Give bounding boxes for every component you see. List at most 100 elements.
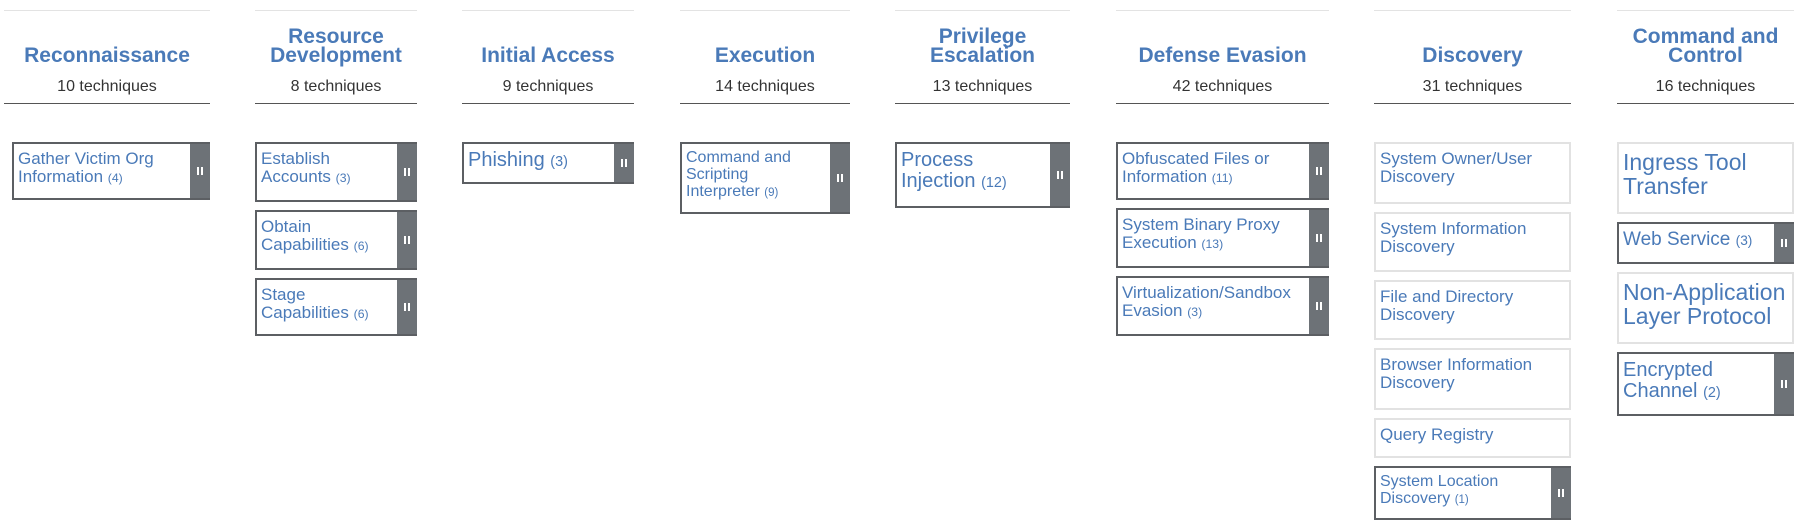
expand-sub-techniques-handle[interactable] bbox=[190, 144, 210, 198]
sub-technique-count: (12) bbox=[981, 175, 1007, 192]
technique-system-owner-user-discovery[interactable]: System Owner/User Discovery bbox=[1374, 142, 1571, 204]
technique-process-injection[interactable]: Process Injection (12) bbox=[895, 142, 1070, 208]
technique-list: Gather Victim Org Information (4) bbox=[4, 142, 210, 200]
technique-label: Obfuscated Files or Information bbox=[1122, 149, 1270, 187]
tactic-technique-count: 8 techniques bbox=[290, 78, 382, 95]
tactic-title[interactable]: Initial Access bbox=[481, 44, 615, 67]
expand-sub-techniques-handle[interactable] bbox=[397, 280, 417, 334]
technique-label: Gather Victim Org Information bbox=[18, 149, 154, 187]
technique-label: Web Service bbox=[1623, 229, 1731, 250]
expand-sub-techniques-handle[interactable] bbox=[1309, 144, 1329, 198]
technique-label: Establish Accounts bbox=[261, 149, 331, 187]
tactic-title[interactable]: Discovery bbox=[1422, 44, 1523, 67]
technique-list: System Owner/User Discovery System Infor… bbox=[1374, 142, 1571, 520]
tactic-resource-development: Resource Development 8 techniques Establ… bbox=[255, 10, 417, 344]
expand-sub-techniques-handle[interactable] bbox=[1309, 278, 1329, 334]
sub-technique-count: (9) bbox=[764, 186, 779, 199]
technique-label: Obtain Capabilities bbox=[261, 217, 349, 255]
tactic-title[interactable]: Resource Development bbox=[270, 25, 402, 67]
tactic-technique-count: 10 techniques bbox=[57, 78, 157, 95]
technique-system-binary-proxy-execution[interactable]: System Binary Proxy Execution (13) bbox=[1116, 208, 1329, 268]
technique-label: Encrypted Channel bbox=[1623, 359, 1714, 403]
technique-encrypted-channel[interactable]: Encrypted Channel (2) bbox=[1617, 352, 1794, 416]
technique-gather-victim-org-information[interactable]: Gather Victim Org Information (4) bbox=[12, 142, 210, 200]
technique-label: File and Directory Discovery bbox=[1380, 287, 1514, 325]
expand-sub-techniques-handle[interactable] bbox=[614, 144, 634, 182]
expand-sub-techniques-handle[interactable] bbox=[1309, 210, 1329, 266]
tactic-defense-evasion: Defense Evasion 42 techniques Obfuscated… bbox=[1116, 10, 1329, 344]
tactic-header: Resource Development 8 techniques bbox=[255, 10, 417, 104]
technique-stage-capabilities[interactable]: Stage Capabilities (6) bbox=[255, 278, 417, 336]
expand-sub-techniques-handle[interactable] bbox=[1774, 224, 1794, 262]
tactic-header: Defense Evasion 42 techniques bbox=[1116, 10, 1329, 104]
sub-technique-count: (4) bbox=[107, 171, 123, 186]
technique-system-information-discovery[interactable]: System Information Discovery bbox=[1374, 212, 1571, 272]
tactic-command-and-control: Command and Control 16 techniques Ingres… bbox=[1617, 10, 1794, 424]
technique-obfuscated-files-or-information[interactable]: Obfuscated Files or Information (11) bbox=[1116, 142, 1329, 200]
technique-ingress-tool-transfer[interactable]: Ingress Tool Transfer bbox=[1617, 142, 1794, 214]
tactic-initial-access: Initial Access 9 techniques Phishing (3) bbox=[462, 10, 634, 192]
technique-system-location-discovery[interactable]: System Location Discovery (1) bbox=[1374, 466, 1571, 520]
expand-sub-techniques-handle[interactable] bbox=[830, 144, 850, 212]
expand-sub-techniques-handle[interactable] bbox=[397, 212, 417, 268]
technique-obtain-capabilities[interactable]: Obtain Capabilities (6) bbox=[255, 210, 417, 270]
technique-list: Ingress Tool Transfer Web Service (3) No… bbox=[1617, 142, 1794, 416]
technique-query-registry[interactable]: Query Registry bbox=[1374, 418, 1571, 458]
tactic-title[interactable]: Command and Control bbox=[1632, 25, 1779, 67]
tactic-reconnaissance: Reconnaissance 10 techniques Gather Vict… bbox=[4, 10, 210, 208]
tactic-technique-count: 31 techniques bbox=[1422, 78, 1523, 95]
expand-sub-techniques-handle[interactable] bbox=[1050, 144, 1070, 206]
tactic-header: Execution 14 techniques bbox=[680, 10, 850, 104]
sub-technique-count: (3) bbox=[335, 171, 351, 186]
technique-list: Process Injection (12) bbox=[895, 142, 1070, 208]
technique-file-and-directory-discovery[interactable]: File and Directory Discovery bbox=[1374, 280, 1571, 340]
technique-browser-information-discovery[interactable]: Browser Information Discovery bbox=[1374, 348, 1571, 410]
technique-establish-accounts[interactable]: Establish Accounts (3) bbox=[255, 142, 417, 202]
tactic-title[interactable]: Reconnaissance bbox=[24, 44, 190, 67]
technique-command-and-scripting-interpreter[interactable]: Command and Scripting Interpreter (9) bbox=[680, 142, 850, 214]
tactic-header: Discovery 31 techniques bbox=[1374, 10, 1571, 104]
sub-technique-count: (3) bbox=[550, 154, 568, 170]
technique-list: Obfuscated Files or Information (11) Sys… bbox=[1116, 142, 1329, 336]
sub-technique-count: (11) bbox=[1211, 171, 1233, 186]
tactic-title[interactable]: Defense Evasion bbox=[1138, 44, 1307, 67]
technique-label: Browser Information Discovery bbox=[1380, 355, 1533, 393]
tactic-privilege-escalation: Privilege Escalation 13 techniques Proce… bbox=[895, 10, 1070, 216]
technique-label: System Binary Proxy Execution bbox=[1122, 215, 1280, 253]
tactic-technique-count: 16 techniques bbox=[1655, 78, 1756, 95]
tactic-technique-count: 9 techniques bbox=[502, 78, 594, 95]
tactic-header: Initial Access 9 techniques bbox=[462, 10, 634, 104]
sub-technique-count: (2) bbox=[1703, 385, 1721, 402]
technique-label: System Location Discovery bbox=[1380, 473, 1499, 507]
tactic-header: Command and Control 16 techniques bbox=[1617, 10, 1794, 104]
technique-label: Query Registry bbox=[1380, 425, 1494, 444]
technique-label: Non-Application Layer Protocol bbox=[1623, 279, 1786, 330]
tactic-title[interactable]: Privilege Escalation bbox=[929, 25, 1036, 67]
technique-non-application-layer-protocol[interactable]: Non-Application Layer Protocol bbox=[1617, 272, 1794, 344]
technique-label: Ingress Tool Transfer bbox=[1623, 149, 1747, 200]
sub-technique-count: (3) bbox=[1187, 305, 1203, 320]
tactic-title[interactable]: Execution bbox=[714, 44, 816, 67]
sub-technique-count: (1) bbox=[1454, 493, 1469, 506]
tactic-discovery: Discovery 31 techniques System Owner/Use… bbox=[1374, 10, 1571, 528]
technique-label: System Information Discovery bbox=[1380, 219, 1527, 257]
technique-label: Stage Capabilities bbox=[261, 285, 349, 323]
technique-phishing[interactable]: Phishing (3) bbox=[462, 142, 634, 184]
sub-technique-count: (6) bbox=[353, 239, 369, 254]
technique-list: Command and Scripting Interpreter (9) bbox=[680, 142, 850, 214]
tactic-header: Privilege Escalation 13 techniques bbox=[895, 10, 1070, 104]
technique-web-service[interactable]: Web Service (3) bbox=[1617, 222, 1794, 264]
technique-label: Command and Scripting Interpreter bbox=[686, 149, 791, 200]
technique-list: Phishing (3) bbox=[462, 142, 634, 184]
expand-sub-techniques-handle[interactable] bbox=[1551, 468, 1571, 518]
expand-sub-techniques-handle[interactable] bbox=[397, 144, 417, 200]
tactic-header: Reconnaissance 10 techniques bbox=[4, 10, 210, 104]
sub-technique-count: (3) bbox=[1735, 233, 1753, 248]
expand-sub-techniques-handle[interactable] bbox=[1774, 354, 1794, 414]
technique-virtualization-sandbox-evasion[interactable]: Virtualization/Sandbox Evasion (3) bbox=[1116, 276, 1329, 336]
technique-list: Establish Accounts (3) Obtain Capabiliti… bbox=[255, 142, 417, 336]
sub-technique-count: (13) bbox=[1201, 237, 1224, 252]
tactic-execution: Execution 14 techniques Command and Scri… bbox=[680, 10, 850, 222]
tactic-technique-count: 13 techniques bbox=[932, 78, 1033, 95]
sub-technique-count: (6) bbox=[353, 307, 369, 322]
